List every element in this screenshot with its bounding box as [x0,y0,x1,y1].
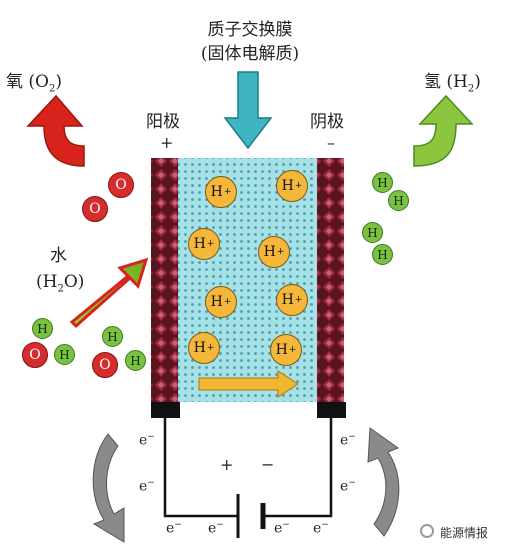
anode-electrode [151,158,178,402]
electron-label: e− [340,478,356,495]
hydrogen-atom: H [362,222,383,243]
electron-label: e− [139,432,155,449]
hydrogen-atom: H [102,326,123,347]
hydrogen-atom: H [388,190,409,211]
cathode-terminal [317,402,346,418]
circuit-wire [163,418,333,518]
membrane-down-arrow [223,71,273,150]
cathode-label: 阴极 [310,112,344,132]
watermark-text: 能源情报 [440,526,489,540]
electron-label: e− [340,432,356,449]
water-label: 水 [50,246,67,266]
electron-label: e− [139,478,155,495]
hydrogen-atom: H [54,344,75,365]
water-formula: (H2O) [36,272,85,295]
battery-minus-sign: − [261,455,275,474]
cathode-sign: – [327,133,335,152]
anode-label: 阳极 [146,112,180,132]
proton-ion: H+ [188,228,220,260]
oxygen-atom: O [92,352,118,378]
electron-flow-left-arrow [92,433,125,543]
proton-flow-arrow [198,369,300,399]
hydrogen-atom: H [372,172,393,193]
anode-sign: + [160,133,174,152]
proton-ion: H+ [276,170,308,202]
proton-ion: H+ [270,334,302,366]
watermark-logo-icon [420,524,434,538]
hydrogen-atom: H [32,318,53,339]
proton-ion: H+ [205,176,237,208]
electron-label: e− [208,520,224,537]
hydrogen-atom: H [125,350,146,371]
electron-flow-right-arrow [367,427,400,537]
oxygen-out-arrow [26,94,85,167]
oxygen-atom: O [108,172,134,198]
membrane-subtitle: (固体电解质) [200,44,300,64]
anode-terminal [151,402,180,418]
hydrogen-label: 氢 (H2) [424,72,481,95]
proton-ion: H+ [258,236,290,268]
oxygen-atom: O [82,196,108,222]
proton-ion: H+ [276,284,308,316]
electron-label: e− [166,520,182,537]
cathode-electrode [317,158,344,402]
proton-ion: H+ [205,286,237,318]
battery-plus-sign: + [220,455,234,474]
water-in-arrow [69,257,149,329]
hydrogen-out-arrow [413,94,474,167]
electron-label: e− [274,520,290,537]
proton-ion: H+ [188,332,220,364]
electron-label: e− [313,520,329,537]
oxygen-atom: O [22,342,48,368]
membrane-title: 质子交换膜 [207,20,293,40]
oxygen-label: 氧 (O2) [6,72,62,95]
hydrogen-atom: H [372,244,393,265]
